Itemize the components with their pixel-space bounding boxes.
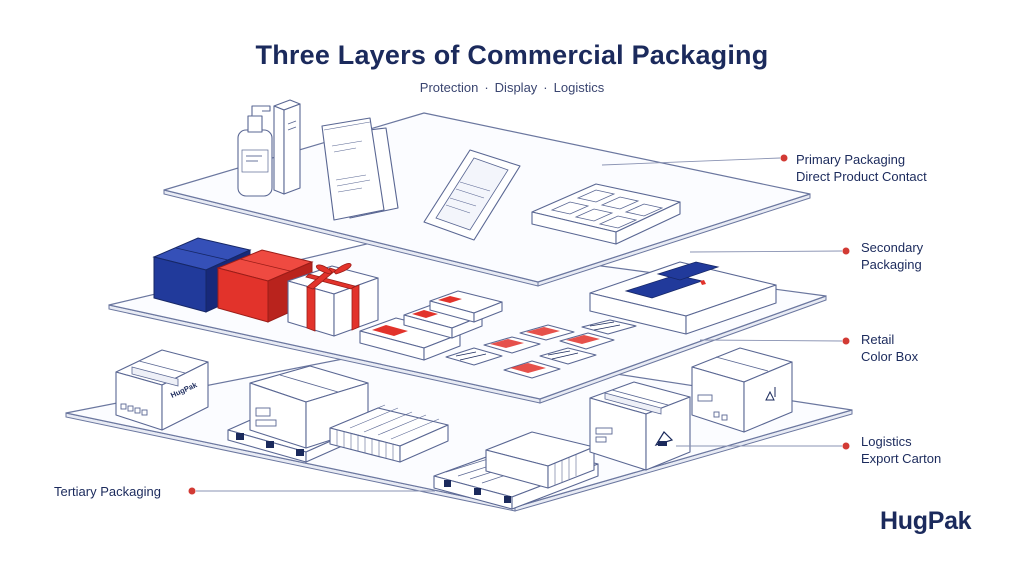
subtitle-protection: Protection xyxy=(419,80,479,95)
label-logistics-export-carton: Logistics Export Carton xyxy=(861,433,941,467)
pump-bottle-icon xyxy=(237,99,301,197)
label-logistics-line2: Export Carton xyxy=(861,451,942,466)
primary-marker xyxy=(780,154,788,162)
label-tertiary-line1: Tertiary Packaging xyxy=(54,484,161,499)
blister-pack-icon xyxy=(423,149,521,241)
label-retail-line2: Color Box xyxy=(861,349,919,364)
label-secondary-line2: Packaging xyxy=(861,257,922,272)
subtitle-separator: · xyxy=(543,80,548,95)
printed-label-cards xyxy=(445,319,637,379)
label-leaders xyxy=(188,154,850,495)
label-retail-line1: Retail xyxy=(861,332,895,347)
brand-logo: HugPak xyxy=(880,507,972,535)
label-primary-packaging: Primary Packaging Direct Product Contact xyxy=(796,151,927,185)
label-primary-line1: Primary Packaging xyxy=(796,152,906,167)
display-box xyxy=(589,261,777,335)
label-tertiary-packaging: Tertiary Packaging xyxy=(54,483,161,500)
page-title: Three Layers of Commercial Packaging xyxy=(255,40,769,70)
retail-box xyxy=(359,317,461,361)
label-retail-color-box: Retail Color Box xyxy=(861,331,918,365)
label-primary-line2: Direct Product Contact xyxy=(796,169,927,184)
retail-marker xyxy=(842,337,850,345)
pallet-icon xyxy=(433,431,599,510)
retail-box xyxy=(429,290,503,323)
tray-icon xyxy=(531,183,681,245)
label-secondary-line1: Secondary xyxy=(861,240,924,255)
subtitle-logistics: Logistics xyxy=(553,80,605,95)
shrink-wrapped-stack xyxy=(329,404,449,463)
label-logistics-line1: Logistics xyxy=(861,434,912,449)
tertiary-marker xyxy=(188,487,196,495)
subtitle-display: Display xyxy=(494,80,538,95)
shipping-carton-icon xyxy=(589,381,691,471)
page-subtitle: Protection · Display · Logistics xyxy=(0,80,1024,95)
shipping-carton-icon xyxy=(691,347,793,433)
sachet-icon xyxy=(321,117,399,221)
fragile-symbol-icon xyxy=(765,387,776,401)
subtitle-separator: · xyxy=(484,80,489,95)
gift-box-icon xyxy=(287,263,379,337)
secondary-marker xyxy=(842,247,850,255)
label-secondary-packaging: Secondary Packaging xyxy=(861,239,923,273)
fragile-symbol-icon xyxy=(654,431,674,447)
shipping-carton-icon: HugPak xyxy=(115,349,209,431)
logistics-marker xyxy=(842,442,850,450)
